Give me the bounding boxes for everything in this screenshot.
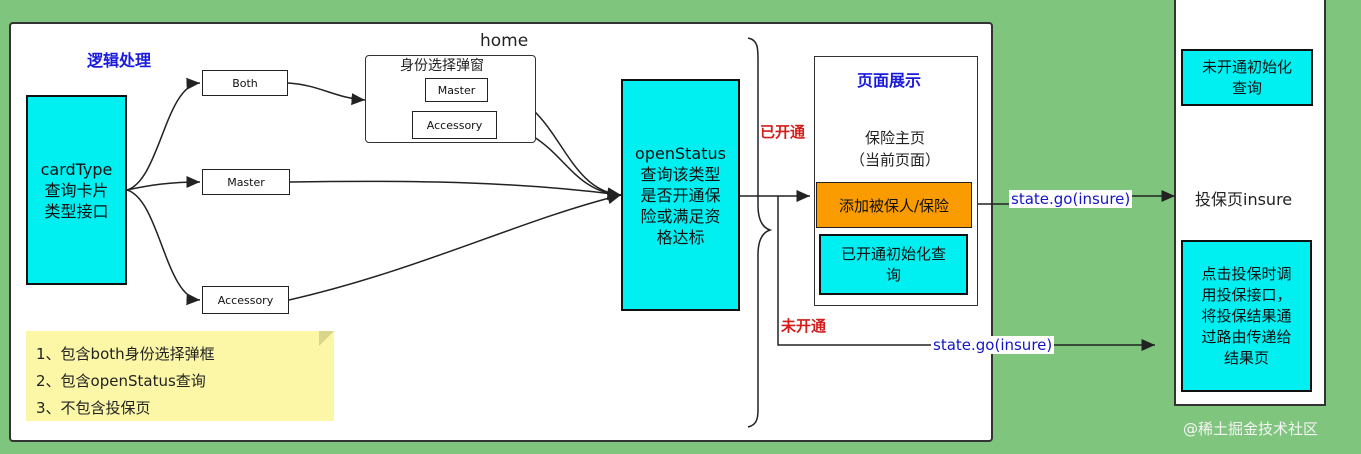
not-opened-query-label: 未开通初始化 查询 bbox=[1201, 57, 1292, 97]
state-go-label-1: state.go(insure) bbox=[1009, 190, 1133, 208]
dialog-master-label: Master bbox=[437, 83, 476, 97]
dialog-accessory: Accessory bbox=[412, 111, 497, 139]
note-line-1: 1、包含both身份选择弹框 bbox=[36, 345, 215, 363]
note-line-3: 3、不包含投保页 bbox=[36, 399, 151, 417]
edge-master-open bbox=[289, 180, 622, 200]
insure-page-label: 投保页insure bbox=[1195, 190, 1293, 209]
opened-query-label: 已开通初始化查 询 bbox=[840, 244, 946, 284]
dialog-master: Master bbox=[425, 78, 488, 102]
home-page-text: 保险主页 （当前页面） bbox=[849, 129, 940, 169]
branch-accessory: Accessory bbox=[202, 286, 289, 314]
page-display-title: 页面展示 bbox=[857, 71, 922, 90]
card-type-text: cardType 查询卡片 类型接口 bbox=[40, 159, 113, 221]
insure-desc-label: 点击投保时调 用投保接口， 将投保结果通 过路由传递给 结果页 bbox=[1201, 264, 1292, 367]
note-corner bbox=[319, 331, 334, 346]
opened-query-box: 已开通初始化查 询 bbox=[819, 234, 968, 295]
edge-accessory-open bbox=[288, 192, 622, 301]
branch-both: Both bbox=[202, 70, 288, 96]
open-status-box: openStatus 查询该类型 是否开通保 险或满足资 格达标 bbox=[621, 79, 740, 311]
identity-dialog-title: 身份选择弹窗 bbox=[400, 58, 484, 74]
branch-master: Master bbox=[202, 169, 290, 195]
state-go-label-2: state.go(insure) bbox=[931, 336, 1055, 354]
site-watermark: @稀土掘金技术社区 bbox=[1183, 420, 1319, 438]
add-insured-box: 添加被保人/保险 bbox=[816, 182, 972, 228]
brace bbox=[747, 37, 773, 428]
branch-master-label: Master bbox=[227, 175, 265, 189]
logic-title: 逻辑处理 bbox=[87, 51, 152, 70]
label-opened: 已开通 bbox=[760, 123, 806, 141]
edge-card-both bbox=[126, 77, 201, 191]
open-status-text: openStatus 查询该类型 是否开通保 险或满足资 格达标 bbox=[635, 143, 726, 247]
home-label: home bbox=[480, 31, 529, 51]
dialog-accessory-label: Accessory bbox=[426, 118, 483, 132]
branch-both-label: Both bbox=[232, 76, 258, 90]
note-line-2: 2、包含openStatus查询 bbox=[36, 372, 206, 390]
add-insured-label: 添加被保人/保险 bbox=[838, 196, 950, 215]
insure-desc-box: 点击投保时调 用投保接口， 将投保结果通 过路由传递给 结果页 bbox=[1181, 240, 1312, 392]
edge-both-dialog bbox=[287, 82, 366, 106]
edge-card-master bbox=[126, 176, 201, 191]
note-box bbox=[26, 331, 334, 421]
card-type-box: cardType 查询卡片 类型接口 bbox=[26, 95, 127, 285]
edge-card-accessory bbox=[126, 189, 201, 306]
branch-accessory-label: Accessory bbox=[217, 293, 274, 307]
not-opened-query-box: 未开通初始化 查询 bbox=[1181, 49, 1313, 106]
label-not-opened: 未开通 bbox=[781, 317, 827, 335]
